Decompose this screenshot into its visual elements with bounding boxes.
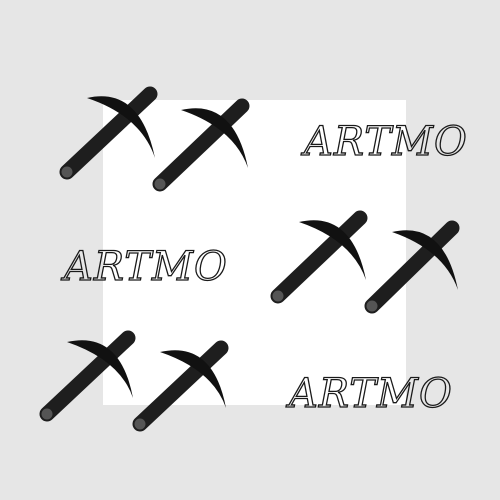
wordmark-text: ARTMO: [60, 244, 228, 290]
pickaxe-icon: [132, 340, 229, 432]
pickaxe-icon: [39, 330, 136, 422]
pickaxe-icon: [59, 86, 158, 180]
artmo-wordmark: ARTMO: [284, 370, 452, 417]
artmo-wordmark: ARTMO: [299, 118, 467, 165]
wordmark-text: ARTMO: [300, 119, 468, 165]
pickaxe-icon: [270, 210, 368, 304]
wordmark-text: ARTMO: [285, 371, 453, 417]
artmo-wordmark: ARTMO: [59, 243, 227, 290]
pickaxe-icon: [364, 220, 460, 314]
pickaxe-icon: [152, 98, 250, 192]
